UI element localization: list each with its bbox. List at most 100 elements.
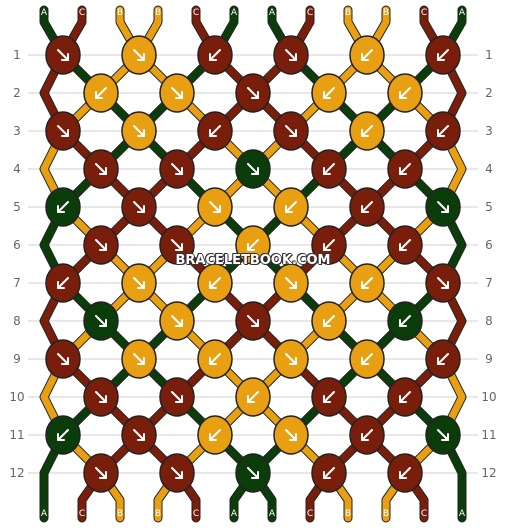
- arrow-head: [361, 433, 369, 441]
- arrow-down-right-icon: [209, 201, 221, 213]
- arrow-head: [137, 129, 145, 137]
- top-string-label: A: [41, 8, 48, 18]
- arrow-down-right-icon: [437, 277, 449, 289]
- watermark-text: BRACELETBOOK.COM: [175, 253, 331, 268]
- arrow-head: [251, 471, 259, 479]
- arrow-head: [247, 243, 255, 251]
- arrow-head: [323, 471, 331, 479]
- arrow-head: [323, 319, 331, 327]
- bottom-string-label: A: [269, 509, 276, 519]
- arrow-down-left-icon: [209, 429, 221, 441]
- arrow-down-right-icon: [95, 239, 107, 251]
- arrow-down-left-icon: [57, 429, 69, 441]
- top-string-label: C: [193, 8, 199, 18]
- row-label-left: 7: [13, 276, 21, 290]
- knot-layer: [45, 35, 461, 493]
- arrow-head: [323, 167, 331, 175]
- arrow-head: [361, 357, 369, 365]
- arrow-down-left-icon: [437, 49, 449, 61]
- arrow-head: [61, 129, 69, 137]
- arrow-down-left-icon: [95, 87, 107, 99]
- arrow-head: [99, 243, 107, 251]
- arrow-down-left-icon: [361, 353, 373, 365]
- arrow-down-left-icon: [399, 163, 411, 175]
- arrow-head: [61, 357, 69, 365]
- arrow-down-left-icon: [399, 315, 411, 327]
- arrow-head: [175, 319, 183, 327]
- arrow-down-left-icon: [57, 277, 69, 289]
- thread: [40, 6, 466, 522]
- arrow-head: [137, 281, 145, 289]
- thread-paths: [39, 5, 467, 523]
- row-label-left: 2: [13, 86, 21, 100]
- arrow-head: [251, 167, 259, 175]
- arrow-down-right-icon: [285, 125, 297, 137]
- arrow-down-left-icon: [399, 239, 411, 251]
- row-label-right: 9: [485, 352, 493, 366]
- arrow-down-right-icon: [247, 315, 259, 327]
- top-string-label: C: [307, 8, 313, 18]
- row-label-right: 7: [485, 276, 493, 290]
- bottom-string-label: A: [41, 509, 48, 519]
- arrow-down-left-icon: [399, 467, 411, 479]
- arrow-head: [437, 129, 445, 137]
- top-string-label: B: [155, 8, 161, 18]
- arrow-down-right-icon: [247, 163, 259, 175]
- arrow-head: [285, 205, 293, 213]
- arrow-down-left-icon: [247, 239, 259, 251]
- row-label-right: 11: [481, 428, 496, 442]
- arrow-down-left-icon: [209, 49, 221, 61]
- row-label-left: 5: [13, 200, 21, 214]
- arrow-down-right-icon: [285, 353, 297, 365]
- thread: [40, 6, 466, 522]
- arrow-head: [57, 433, 65, 441]
- top-string-label: B: [117, 8, 123, 18]
- arrow-down-left-icon: [361, 49, 373, 61]
- bottom-string-label: A: [459, 509, 466, 519]
- thread: [40, 6, 314, 522]
- row-label-left: 8: [13, 314, 21, 328]
- arrow-head: [441, 433, 449, 441]
- arrow-down-right-icon: [95, 163, 107, 175]
- arrow-head: [99, 395, 107, 403]
- bottom-string-label: B: [383, 509, 389, 519]
- arrow-head: [399, 167, 407, 175]
- arrow-down-left-icon: [323, 87, 335, 99]
- top-string-label: A: [459, 8, 466, 18]
- arrow-down-right-icon: [285, 49, 297, 61]
- arrow-down-right-icon: [171, 315, 183, 327]
- row-label-left: 11: [9, 428, 24, 442]
- arrow-head: [175, 243, 183, 251]
- top-string-label: A: [231, 8, 238, 18]
- arrow-down-right-icon: [133, 353, 145, 365]
- arrow-down-right-icon: [95, 391, 107, 403]
- arrow-down-right-icon: [285, 277, 297, 289]
- arrow-down-left-icon: [399, 391, 411, 403]
- thread: [78, 6, 466, 522]
- row-label-left: 1: [13, 48, 21, 62]
- row-label-left: 4: [13, 162, 21, 176]
- arrow-head: [361, 129, 369, 137]
- arrow-down-left-icon: [437, 353, 449, 365]
- arrow-down-left-icon: [209, 353, 221, 365]
- arrow-head: [399, 395, 407, 403]
- arrow-head: [209, 281, 217, 289]
- arrow-down-right-icon: [247, 87, 259, 99]
- arrow-head: [441, 205, 449, 213]
- arrow-head: [137, 357, 145, 365]
- arrow-head: [399, 243, 407, 251]
- bottom-string-label: B: [155, 509, 161, 519]
- arrow-head: [251, 319, 259, 327]
- arrow-head: [399, 319, 407, 327]
- row-label-right: 10: [481, 390, 496, 404]
- arrow-head: [57, 281, 65, 289]
- bottom-string-label: A: [231, 509, 238, 519]
- arrow-head: [323, 395, 331, 403]
- row-label-right: 1: [485, 48, 493, 62]
- row-label-left: 12: [9, 466, 24, 480]
- arrow-head: [323, 91, 331, 99]
- arrow-head: [99, 471, 107, 479]
- row-label-left: 6: [13, 238, 21, 252]
- arrow-head: [289, 281, 297, 289]
